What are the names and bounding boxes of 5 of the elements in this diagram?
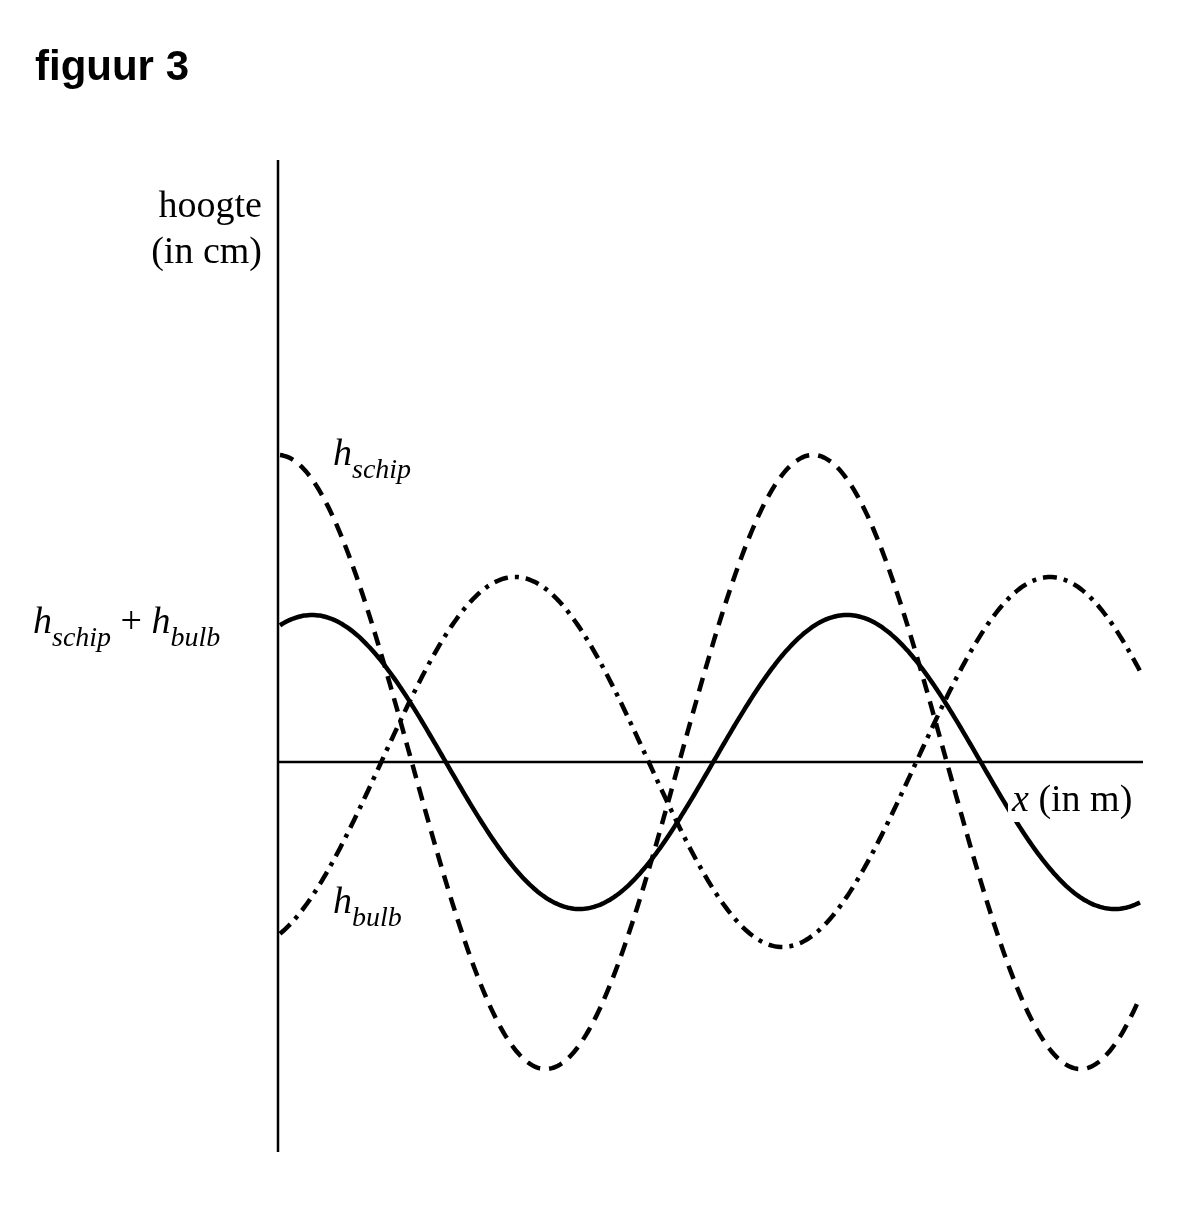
curve-label: h$_{schip}$ xyxy=(333,430,412,486)
y-axis-label: hoogte (in cm) xyxy=(150,182,262,273)
curve-label: h$_{bulb}$ xyxy=(333,878,402,934)
figure-title: figuur 3 xyxy=(35,42,189,90)
curve-label: h$_{schip}$ + h$_{bulb}$ xyxy=(33,598,221,654)
